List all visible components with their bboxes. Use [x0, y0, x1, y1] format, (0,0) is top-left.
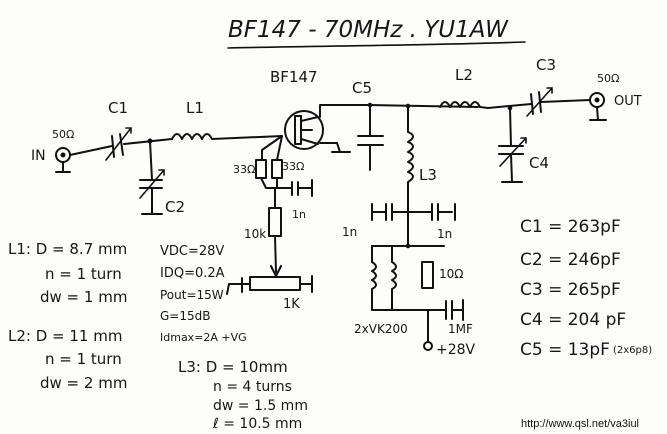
c4-trimmer	[498, 107, 527, 183]
l1-spec-dw: dw = 1 mm	[40, 288, 127, 306]
rf-line-output	[487, 103, 532, 109]
choke-bus	[371, 211, 445, 311]
cap-1mf-value: 1MF	[448, 322, 473, 336]
l1-label: L1	[186, 99, 204, 117]
input-impedance: 50Ω	[52, 128, 74, 141]
output-connector	[589, 92, 607, 121]
supply-label: +28V	[436, 342, 476, 358]
input-connector	[55, 147, 71, 173]
spec-idq: IDQ=0.2A	[160, 266, 225, 281]
drain-line	[319, 104, 479, 118]
l1-coil	[171, 133, 283, 140]
resistor-10-value: 10Ω	[439, 267, 463, 281]
l3-coil	[407, 105, 414, 213]
output-label: OUT	[614, 94, 642, 109]
potentiometer-1k	[239, 276, 313, 291]
c1-label: C1	[108, 99, 128, 117]
resistor-10	[421, 261, 434, 289]
emitter-leads	[261, 135, 283, 161]
l3-spec-dw: dw = 1.5 mm	[213, 398, 308, 414]
cap-1n-left-value: 1n	[342, 225, 357, 239]
spec-idmax: Idmax=2A +VG	[160, 331, 247, 344]
cap-1mf	[427, 299, 464, 321]
cap-1n-right-value: 1n	[437, 227, 452, 241]
schematic-title: BF147 - 70MHz . YU1AW	[228, 17, 509, 43]
l3-spec-n: n = 4 turns	[213, 379, 292, 395]
spec-vdc: VDC=28V	[160, 244, 224, 259]
footer-url: http://www.qsl.net/va3iul	[521, 418, 639, 430]
c5-note: (2x6p8)	[613, 345, 652, 356]
output-impedance: 50Ω	[597, 72, 619, 85]
chokes-label: 2xVK200	[354, 322, 408, 336]
emitter-resistor-right	[271, 159, 283, 179]
decoupling-grounds	[371, 203, 456, 221]
spec-pout: Pout=15W	[160, 288, 224, 302]
l2-label: L2	[455, 66, 473, 84]
emitter-resistor-left	[255, 159, 267, 179]
choke-2	[391, 245, 397, 311]
cap-value-c5: C5 = 13pF	[520, 340, 610, 360]
emitter-bypass-value: 1n	[292, 208, 306, 221]
choke-junction	[405, 243, 411, 249]
l1-spec-n: n = 1 turn	[45, 265, 122, 283]
l3-label: L3	[419, 166, 437, 184]
c2-trimmer	[139, 140, 165, 215]
transistor-bf147	[284, 110, 351, 153]
pot-ends	[241, 275, 313, 293]
c1-trimmer	[105, 127, 132, 161]
cap-value-c3: C3 = 265pF	[520, 280, 621, 300]
emitter-resistor-left-value: 33Ω	[233, 163, 255, 176]
input-label: IN	[31, 148, 46, 164]
title-underline	[227, 41, 526, 49]
pot-to-vg	[226, 283, 241, 295]
l2-spec-d: L2: D = 11 mm	[8, 327, 122, 345]
c3-label: C3	[536, 56, 556, 74]
choke-1	[371, 245, 377, 311]
c2-label: C2	[165, 198, 185, 216]
emitter-resistor-right-value: 33Ω	[282, 160, 304, 173]
c5-junction	[367, 102, 373, 108]
c4-label: C4	[529, 154, 549, 172]
l2-spec-dw: dw = 2 mm	[40, 374, 127, 392]
resistor-10k-value: 10k	[244, 227, 266, 241]
l3-spec-len: ℓ = 10.5 mm	[212, 416, 302, 432]
resistor-10k	[268, 207, 282, 237]
transistor-label: BF147	[270, 68, 318, 86]
c3-trimmer	[526, 87, 591, 117]
cap-value-c2: C2 = 246pF	[520, 250, 621, 270]
cap-value-c1: C1 = 263pF	[520, 217, 621, 237]
spec-gain: G=15dB	[160, 309, 210, 323]
l3-spec-d: L3: D = 10mm	[178, 358, 288, 376]
pot-1k-value: 1K	[283, 297, 300, 312]
l2-spec-n: n = 1 turn	[45, 350, 122, 368]
l1-spec-d: L1: D = 8.7 mm	[8, 240, 127, 258]
emitter-bypass-cap	[260, 177, 313, 196]
cap-value-c4: C4 = 204 pF	[520, 310, 626, 330]
c5-capacitor	[357, 104, 384, 171]
pot-wiper-line	[274, 235, 277, 273]
decoupling-caps	[371, 203, 453, 221]
l2-coil	[439, 101, 489, 109]
c5-label: C5	[352, 79, 372, 97]
supply-terminal	[423, 341, 433, 351]
